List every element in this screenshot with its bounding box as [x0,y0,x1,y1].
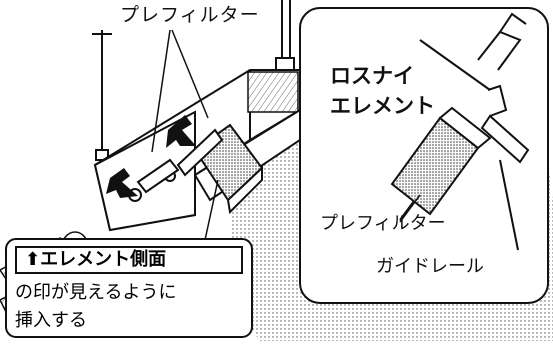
label-prefilter: プレフィルター [120,4,260,26]
instruction-callout: ⬆エレメント側面 の印が見えるように 挿入する [5,238,253,338]
leader-line-callout [204,179,219,241]
hanging-bolt-right [275,0,295,71]
callout-header-text: エレメント側面 [40,249,167,270]
label-prefilter-detail: プレフィルター [320,213,446,234]
detail-prefilter [390,106,492,216]
prefilter-illustration [136,128,224,194]
insert-arrow-2 [106,168,138,198]
detail-guide-rail [480,114,530,251]
callout-text-line1: の印が見えるように [15,282,177,303]
callout-text-line2: 挿入する [15,310,87,331]
leader-lines-prefilter [151,29,209,153]
up-arrow-icon: ⬆ [25,249,41,270]
callout-header: ⬆エレメント側面 [15,246,243,274]
insert-arrow-1 [166,115,196,148]
label-guide-rail: ガイドレール [376,256,484,277]
label-lossnay: ロスナイ [330,64,414,88]
label-element: エレメント [330,94,435,118]
hanging-bolt-left [92,30,112,161]
detail-leader-lines [399,194,421,223]
